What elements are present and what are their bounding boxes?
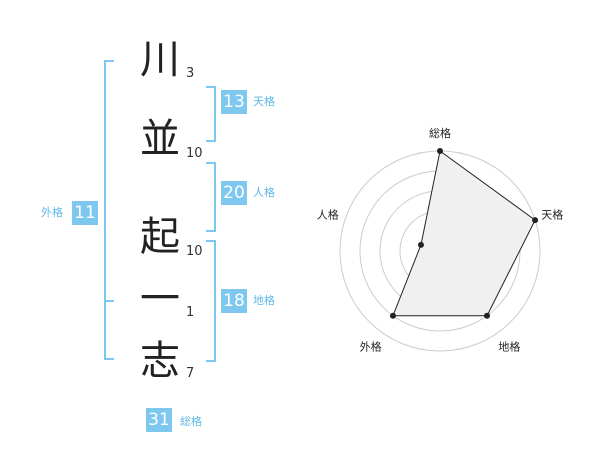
stroke-count-1: 3 — [186, 66, 195, 81]
radar-point-4 — [389, 312, 396, 319]
name-char-3: 起 — [140, 214, 180, 260]
gaikaku-label: 外格 — [41, 206, 63, 219]
gaikaku-bracket-upper — [104, 60, 114, 302]
chikaku-value: 18 — [221, 289, 247, 313]
radar-axis-label-5: 人格 — [317, 208, 339, 222]
tenkaku-label: 天格 — [253, 95, 275, 108]
name-char-5: 志 — [140, 338, 180, 384]
stroke-count-2: 10 — [186, 146, 203, 161]
name-char-2: 並 — [140, 116, 180, 162]
radar-point-5 — [417, 241, 424, 248]
gaikaku-bracket-lower — [104, 298, 114, 360]
jinkaku-value: 20 — [221, 181, 247, 205]
radar-axis-label-2: 天格 — [541, 208, 563, 222]
radar-points — [389, 148, 539, 319]
soukaku-value: 31 — [146, 408, 172, 432]
radar-axis-label-4: 外格 — [360, 339, 382, 353]
radar-axis-label-1: 総格 — [429, 126, 451, 140]
radar-point-3 — [484, 312, 491, 319]
radar-axis-label-3: 地格 — [498, 339, 520, 353]
stroke-count-5: 7 — [186, 366, 195, 381]
tenkaku-value: 13 — [221, 90, 247, 114]
radar-point-2 — [532, 217, 539, 224]
stroke-count-3: 10 — [186, 244, 203, 259]
jinkaku-bracket — [206, 162, 216, 232]
name-char-1: 川 — [140, 37, 180, 83]
tenkaku-bracket — [206, 86, 216, 142]
stroke-count-4: 1 — [186, 305, 195, 320]
name-char-4: 一 — [140, 276, 180, 322]
gaikaku-value: 11 — [72, 201, 98, 225]
jinkaku-label: 人格 — [253, 186, 275, 199]
chikaku-label: 地格 — [253, 294, 275, 307]
chikaku-bracket — [206, 240, 216, 362]
radar-area — [392, 150, 536, 317]
radar-point-1 — [437, 148, 443, 154]
soukaku-label: 総格 — [180, 415, 202, 428]
